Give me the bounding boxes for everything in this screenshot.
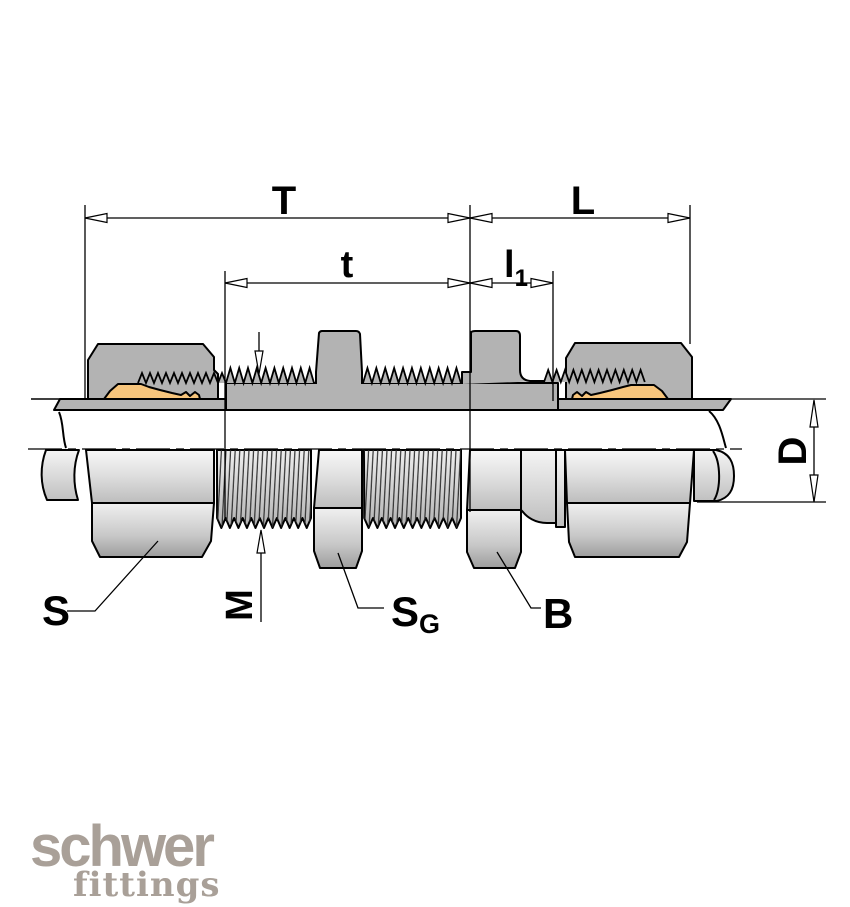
part-label-M-group: M [219,589,261,621]
dim-label-T: T [272,179,296,223]
bulkhead-hex-lower-facet [466,509,522,569]
tube-break-line-bottom [712,450,721,501]
logo: schwer fittings [30,814,221,905]
right-nut-upper-facet [564,449,695,504]
arrowhead [447,277,471,289]
fitting-upper-half [31,330,732,449]
arrowhead [667,212,691,224]
logo-brand-text: schwer [30,814,214,879]
thread-in-right-nut [543,367,646,385]
dim-label-t: t [341,244,354,286]
dim-label-l1: l1 [504,244,528,292]
logo-tagline-text: fittings [73,865,221,905]
part-label-M: M [219,589,261,621]
arrowhead [447,212,471,224]
ferrule-right [571,384,669,400]
ferrule-left [103,383,201,400]
arrowhead [254,350,264,375]
right-nut-top [565,342,693,400]
part-label-SG: SG [391,588,440,639]
arrowhead [84,212,108,224]
thread-in-left-nut [137,370,227,386]
left-nut-lower-facet [91,502,215,558]
male-thread-middle [362,364,462,387]
part-labels: S M SG B [42,587,573,639]
right-nut-lower-facet [566,502,691,558]
dimension-labels: T L t l1 D [272,179,815,465]
arrowhead [809,399,819,428]
tube-break-line-top-right [708,410,727,449]
bulkhead-hex-upper-facet [466,449,522,511]
male-thread-left [225,364,315,387]
bulkhead-hex-top [461,330,544,384]
leader-SG [337,552,384,609]
arrowhead [256,529,266,554]
arrowhead [469,277,493,289]
arrowhead [809,474,819,503]
tube-left-bottom [40,449,80,501]
leader-B [496,551,541,609]
fitting-lower-half [40,449,735,569]
arrowhead [530,277,554,289]
tube-wall-left [53,398,227,411]
dim-label-L: L [571,179,595,223]
lock-hex-top [315,330,363,384]
bottom-thread-left [216,449,312,529]
body-neck [520,449,557,524]
dim-label-D-group: D [771,437,815,466]
tube-wall-right [547,398,732,411]
part-label-S: S [42,587,70,634]
body-section [225,382,559,411]
lock-hex-lower-facet [313,507,363,569]
arrowhead [469,212,493,224]
lock-hex-upper-facet [313,449,363,509]
tube-right-bottom [693,449,735,502]
collar [555,449,566,528]
part-label-B: B [543,590,573,637]
leader-S [67,540,159,612]
left-nut-upper-facet [85,449,215,504]
tube-break-line-top-left [58,411,67,449]
dimension-annotations [67,205,826,622]
arrowhead [224,277,248,289]
bottom-thread-right [363,449,462,529]
dim-label-D: D [771,437,815,466]
